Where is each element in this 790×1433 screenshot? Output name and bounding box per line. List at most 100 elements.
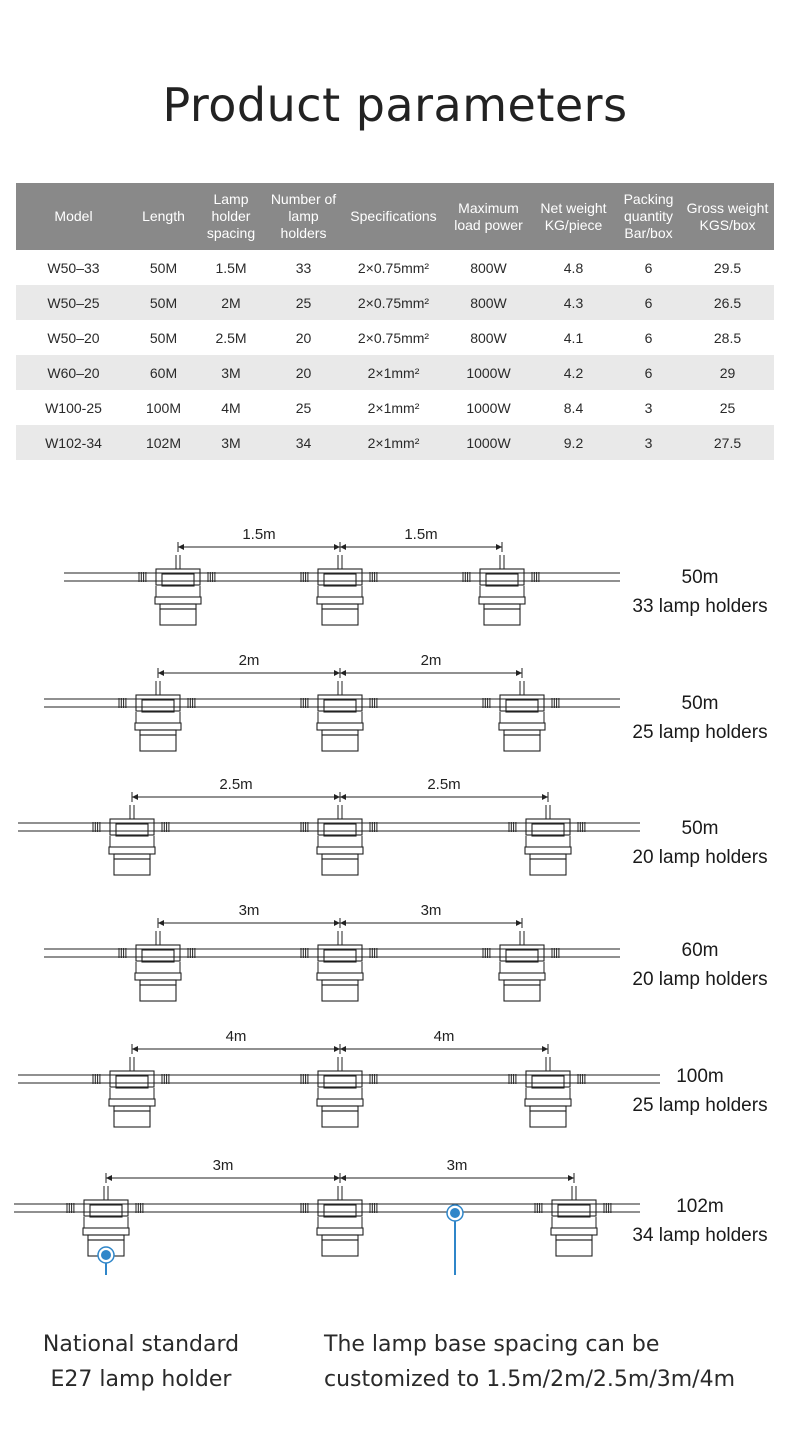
cell-spec: 2×1mm² bbox=[367, 399, 420, 416]
holder-callout-line2: E27 lamp holder bbox=[50, 1367, 232, 1392]
dimension-arrow bbox=[158, 920, 164, 926]
cell-spec: 2×1mm² bbox=[341, 355, 446, 390]
header-packing-qty: Packing quantity Bar/box bbox=[616, 183, 681, 250]
cell-packing: 6 bbox=[616, 285, 681, 320]
spacing-label: 3m bbox=[447, 1157, 468, 1174]
cell-holders: 33 bbox=[295, 259, 312, 276]
dimension-arrow bbox=[132, 794, 138, 800]
spacing-callout-line1: The lamp base spacing can be bbox=[324, 1332, 660, 1357]
diagram-length: 102m bbox=[676, 1196, 724, 1217]
spacing-callout-marker bbox=[446, 1204, 464, 1327]
diagram-length: 50m bbox=[681, 693, 719, 714]
spacing-callout-line2: customized to 1.5m/2m/2.5m/3m/4m bbox=[324, 1367, 736, 1392]
cell-net-weight: 4.2 bbox=[531, 355, 616, 390]
header-number-of-holders: Number of lamp holders bbox=[266, 183, 341, 250]
dimension-arrow bbox=[568, 1175, 574, 1181]
cell-packing: 3 bbox=[644, 399, 653, 416]
cell-model: W100-25 bbox=[45, 399, 102, 416]
header-max-load: Maximum load power bbox=[446, 183, 531, 250]
diagram-1-label: 50m 33 lamp holders bbox=[620, 563, 780, 621]
cell-gross-weight: 29 bbox=[681, 355, 774, 390]
diagram-length: 50m bbox=[681, 818, 719, 839]
cell-spacing: 4M bbox=[221, 399, 241, 416]
diagram-2-label: 50m 25 lamp holders bbox=[620, 689, 780, 747]
cell-power: 1000W bbox=[466, 399, 511, 416]
cell-packing: 6 bbox=[616, 355, 681, 390]
dimension-arrow bbox=[334, 920, 340, 926]
dimension-arrow bbox=[178, 544, 184, 550]
cell-holders: 25 bbox=[266, 285, 341, 320]
diagram-holders: 25 lamp holders bbox=[632, 722, 768, 743]
table-row: W100-25 100M 4M 25 2×1mm² 1000W 8.4 3 25 bbox=[16, 390, 774, 425]
cell-length: 102M bbox=[131, 425, 196, 460]
lamp-holder-icon bbox=[92, 1057, 170, 1128]
lamp-holder-icon bbox=[534, 1186, 612, 1257]
cell-spec: 2×0.75mm² bbox=[357, 259, 430, 276]
lamp-holder-icon bbox=[118, 681, 196, 752]
cell-model: W50–20 bbox=[47, 329, 100, 346]
dimension-arrow bbox=[106, 1175, 112, 1181]
dimension-arrow bbox=[496, 544, 502, 550]
header-specifications: Specifications bbox=[341, 183, 446, 250]
dimension-arrow bbox=[334, 544, 340, 550]
cell-model: W60–20 bbox=[16, 355, 131, 390]
spacing-label: 3m bbox=[239, 902, 260, 919]
dimension-arrow bbox=[334, 670, 340, 676]
lamp-holder-icon bbox=[508, 805, 586, 876]
lamp-holder-icon bbox=[482, 681, 560, 752]
cell-spec: 2×0.75mm² bbox=[357, 329, 430, 346]
cell-gross-weight: 29.5 bbox=[713, 259, 742, 276]
lamp-holder-icon bbox=[300, 555, 378, 626]
lamp-holder-icon bbox=[66, 1186, 144, 1257]
diagram-row-1: 1.5m 1.5m bbox=[64, 526, 620, 582]
cell-packing: 6 bbox=[644, 329, 653, 346]
lamp-holder-icon bbox=[508, 1057, 586, 1128]
diagram-holders: 34 lamp holders bbox=[632, 1225, 768, 1246]
spacing-label: 1.5m bbox=[404, 526, 437, 543]
diagram-length: 50m bbox=[681, 567, 719, 588]
dimension-arrow bbox=[340, 920, 346, 926]
cell-gross-weight: 28.5 bbox=[713, 329, 742, 346]
cell-packing: 3 bbox=[616, 425, 681, 460]
diagram-holders: 25 lamp holders bbox=[632, 1095, 768, 1116]
cell-packing: 6 bbox=[644, 259, 653, 276]
table-header-row: Model Length Lamp holder spacing Number … bbox=[16, 183, 774, 250]
lamp-holder-icon bbox=[300, 805, 378, 876]
dimension-arrow bbox=[334, 1175, 340, 1181]
cell-model: W102-34 bbox=[16, 425, 131, 460]
diagram-length: 60m bbox=[681, 940, 719, 961]
dimension-arrow bbox=[132, 1046, 138, 1052]
cell-length: 50M bbox=[149, 259, 178, 276]
spacing-label: 1.5m bbox=[242, 526, 275, 543]
cell-holders: 25 bbox=[295, 399, 312, 416]
spacing-label: 4m bbox=[434, 1028, 455, 1045]
cell-spacing: 3M bbox=[196, 425, 266, 460]
holder-callout-marker bbox=[97, 1246, 115, 1327]
cell-gross-weight: 27.5 bbox=[681, 425, 774, 460]
lamp-holder-icon bbox=[300, 681, 378, 752]
header-model: Model bbox=[16, 183, 131, 250]
cell-holders: 34 bbox=[266, 425, 341, 460]
lamp-holder-icon bbox=[300, 1186, 378, 1257]
cell-length: 50M bbox=[131, 285, 196, 320]
lamp-holder-icon bbox=[300, 1057, 378, 1128]
cell-length: 50M bbox=[149, 329, 178, 346]
lamp-holder-icon bbox=[300, 931, 378, 1002]
cell-gross-weight: 26.5 bbox=[681, 285, 774, 320]
diagram-holders: 20 lamp holders bbox=[632, 969, 768, 990]
diagram-holders: 33 lamp holders bbox=[632, 596, 768, 617]
cell-net-weight: 4.1 bbox=[563, 329, 584, 346]
cell-spacing: 2M bbox=[196, 285, 266, 320]
diagram-6-label: 102m 34 lamp holders bbox=[620, 1192, 780, 1250]
page-title: Product parameters bbox=[162, 78, 628, 132]
lamp-holder-icon bbox=[482, 931, 560, 1002]
lamp-holder-icon bbox=[138, 555, 216, 626]
cell-power: 800W bbox=[470, 329, 507, 346]
diagram-row-4: 3m 3m bbox=[44, 902, 620, 958]
cell-power: 800W bbox=[446, 285, 531, 320]
spacing-label: 3m bbox=[421, 902, 442, 919]
